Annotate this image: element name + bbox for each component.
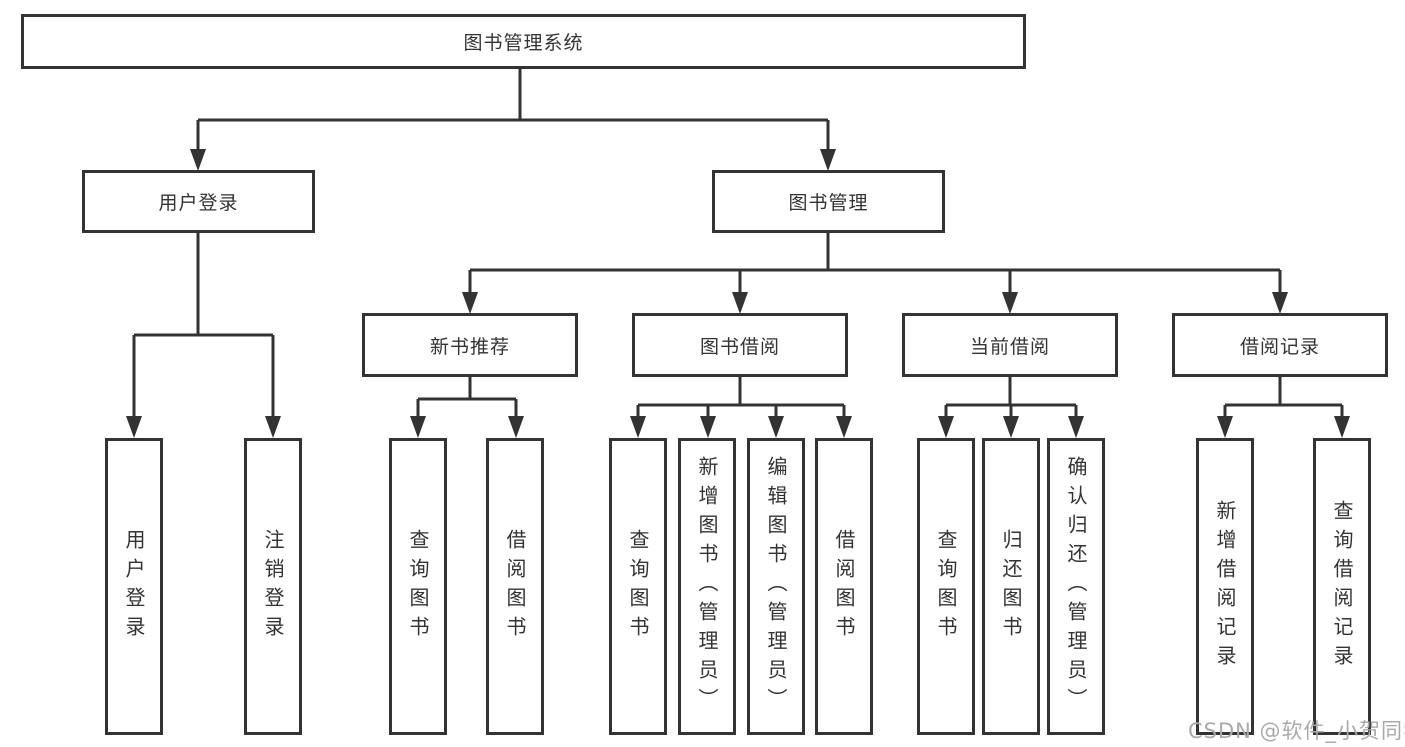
leaf-user-login: 用户登录 [105,438,163,735]
leaf-recommend-borrow-books: 借阅图书 [486,438,544,735]
leaf-current-confirm-return-admin-label: 确认归还（管理员） [1064,456,1088,717]
leaf-records-add-record: 新增借阅记录 [1196,438,1254,735]
node-book-borrow: 图书借阅 [632,313,848,377]
leaf-borrow-borrow-books-label: 借阅图书 [832,528,856,645]
leaf-recommend-query-books: 查询图书 [389,438,447,735]
leaf-borrow-add-books-admin: 新增图书（管理员） [678,438,736,735]
leaf-borrow-query-books: 查询图书 [609,438,667,735]
leaf-borrow-edit-books-admin: 编辑图书（管理员） [747,438,805,735]
watermark: CSDN @软件_小贺同学 [1188,719,1405,743]
node-book-borrow-label: 图书借阅 [699,335,780,358]
leaf-borrow-add-books-admin-label: 新增图书（管理员） [695,456,719,717]
node-root: 图书管理系统 [21,14,1026,69]
node-current-borrow: 当前借阅 [902,313,1118,377]
leaf-logout: 注销登录 [244,438,302,735]
leaf-current-query-books-label: 查询图书 [934,528,958,645]
leaf-current-return-books-label: 归还图书 [999,528,1023,645]
leaf-records-query-record: 查询借阅记录 [1313,438,1371,735]
arrowheads [126,149,1350,438]
connector-paths [132,69,1344,416]
node-new-book-recommend: 新书推荐 [362,313,578,377]
node-user-login: 用户登录 [82,170,315,233]
node-current-borrow-label: 当前借阅 [969,335,1050,358]
leaf-records-add-record-label: 新增借阅记录 [1213,499,1237,674]
leaf-current-return-books: 归还图书 [982,438,1040,735]
leaf-borrow-borrow-books: 借阅图书 [815,438,873,735]
node-borrow-records: 借阅记录 [1172,313,1388,377]
node-borrow-records-label: 借阅记录 [1239,335,1320,358]
leaf-borrow-edit-books-admin-label: 编辑图书（管理员） [764,456,788,717]
leaf-current-confirm-return-admin: 确认归还（管理员） [1047,438,1105,735]
node-book-management-label: 图书管理 [788,192,869,214]
leaf-current-query-books: 查询图书 [917,438,975,735]
leaf-records-query-record-label: 查询借阅记录 [1330,499,1354,674]
leaf-user-login-label: 用户登录 [122,528,146,645]
node-user-login-label: 用户登录 [158,192,239,214]
leaf-logout-label: 注销登录 [261,528,285,645]
leaf-recommend-borrow-books-label: 借阅图书 [503,528,527,645]
node-book-management: 图书管理 [712,170,945,233]
node-root-label: 图书管理系统 [463,32,584,54]
leaf-borrow-query-books-label: 查询图书 [626,528,650,645]
node-new-book-recommend-label: 新书推荐 [429,335,510,358]
leaf-recommend-query-books-label: 查询图书 [406,528,430,645]
